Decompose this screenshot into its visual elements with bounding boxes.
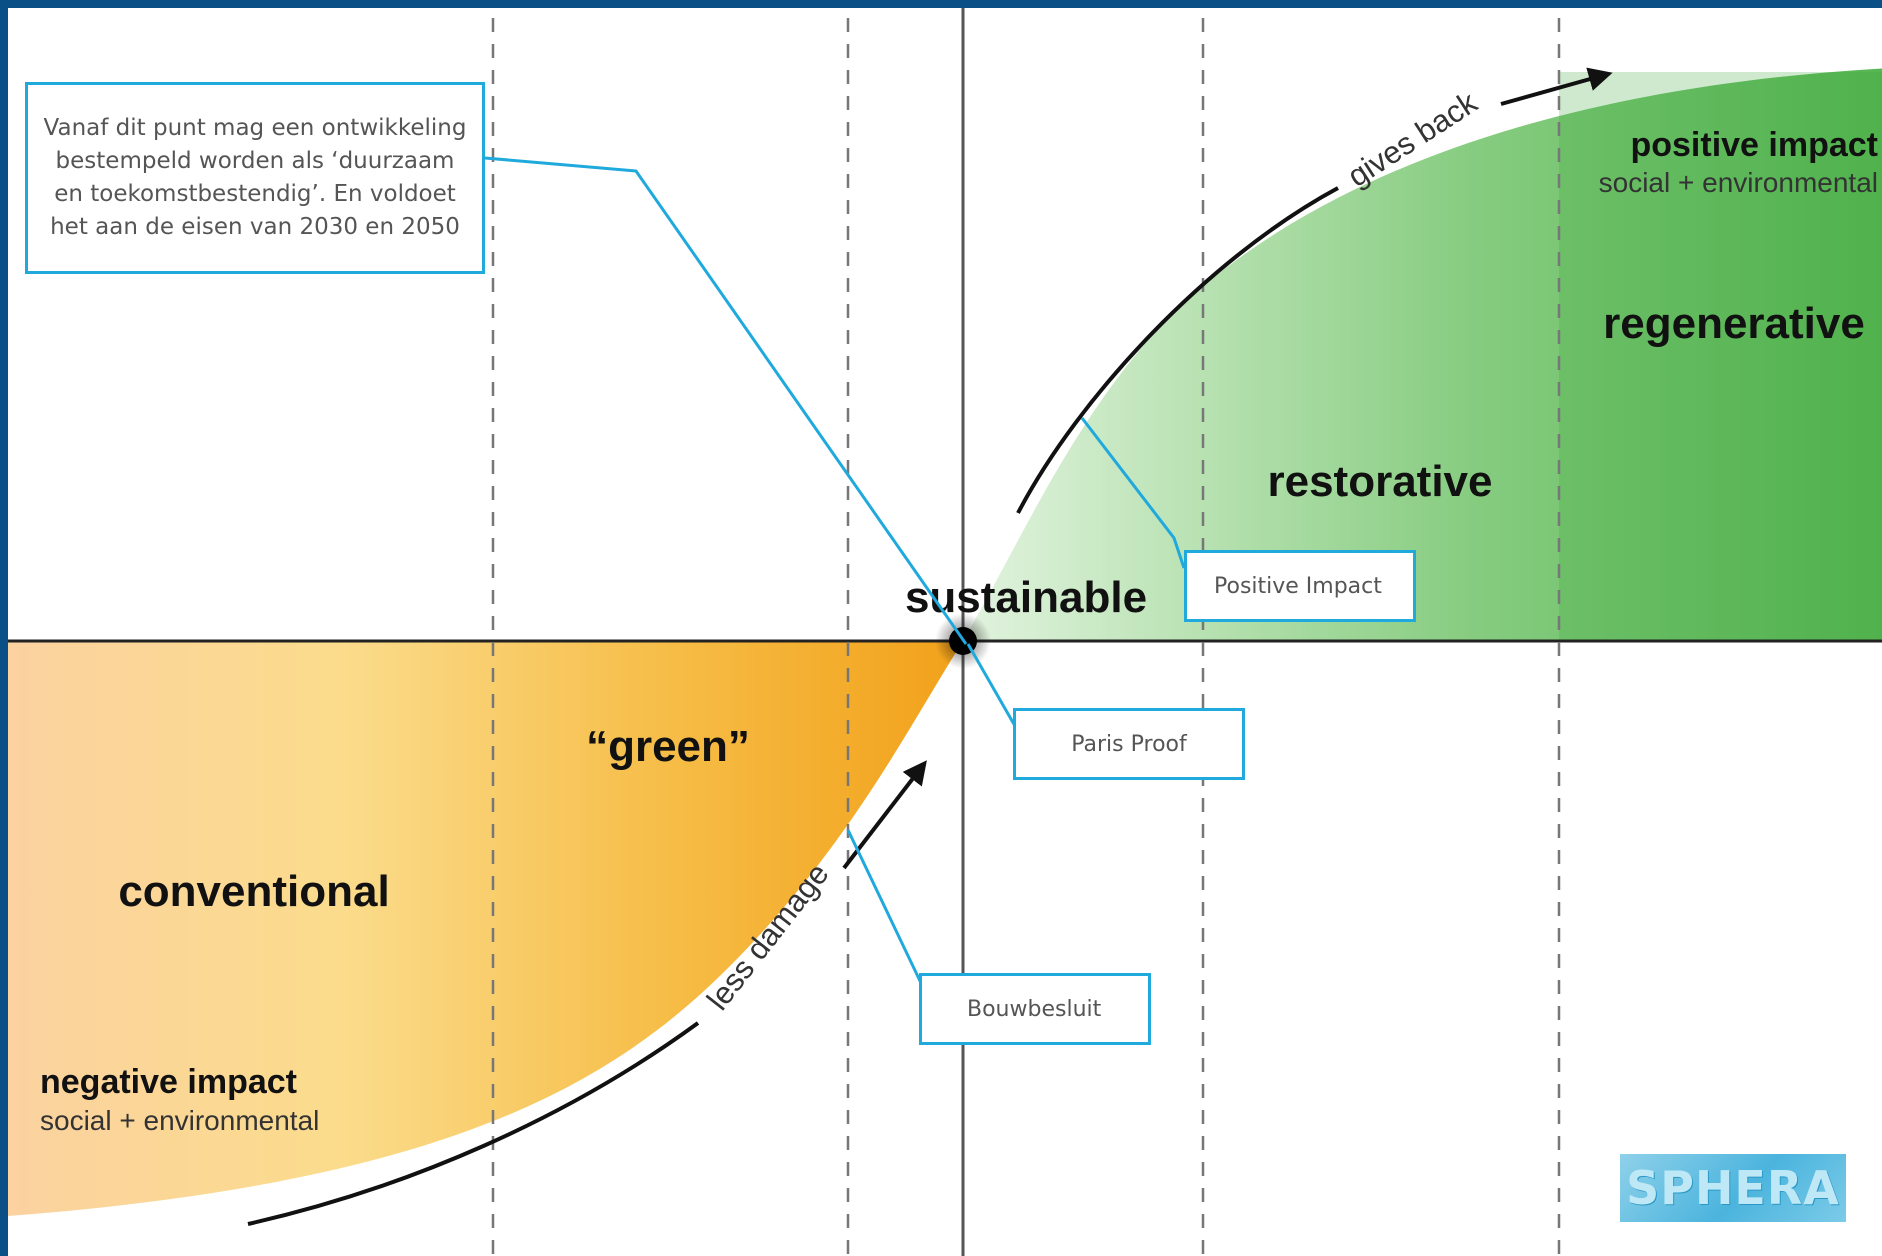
positive-impact-area [963, 68, 1882, 641]
sustainability-explanation-callout: Vanaf dit punt mag een ontwikkeling best… [25, 82, 485, 274]
conventional-label: conventional [118, 867, 389, 916]
negative-impact-subtitle: social + environmental [40, 1105, 319, 1136]
bouwbesluit-callout: Bouwbesluit [919, 973, 1151, 1045]
positive-impact-callout: Positive Impact [1184, 550, 1416, 622]
main-callout-connector [484, 156, 968, 645]
negative-impact-heading: negative impact [40, 1063, 297, 1101]
impact-curve-diagram: gives back less damage sustainable resto… [8, 8, 1882, 1256]
negative-impact-area [8, 641, 963, 1216]
green-label: “green” [586, 722, 750, 771]
sphera-logo: SPHERA [1620, 1154, 1846, 1222]
paris-proof-connector [966, 643, 1017, 727]
positive-impact-subtitle: social + environmental [1599, 167, 1878, 198]
sustainable-label: sustainable [905, 573, 1147, 622]
paris-proof-callout: Paris Proof [1013, 708, 1245, 780]
less-damage-arrow [247, 1021, 700, 1226]
bouwbesluit-connector [846, 829, 923, 984]
restorative-label: restorative [1267, 457, 1492, 506]
gives-back-arrow [1016, 186, 1339, 514]
regenerative-zone-shade [1559, 72, 1882, 641]
regenerative-label: regenerative [1603, 299, 1865, 348]
positive-impact-connector [1080, 417, 1186, 569]
positive-impact-heading: positive impact [1630, 126, 1878, 164]
gives-back-arrowhead-line [1500, 67, 1613, 106]
